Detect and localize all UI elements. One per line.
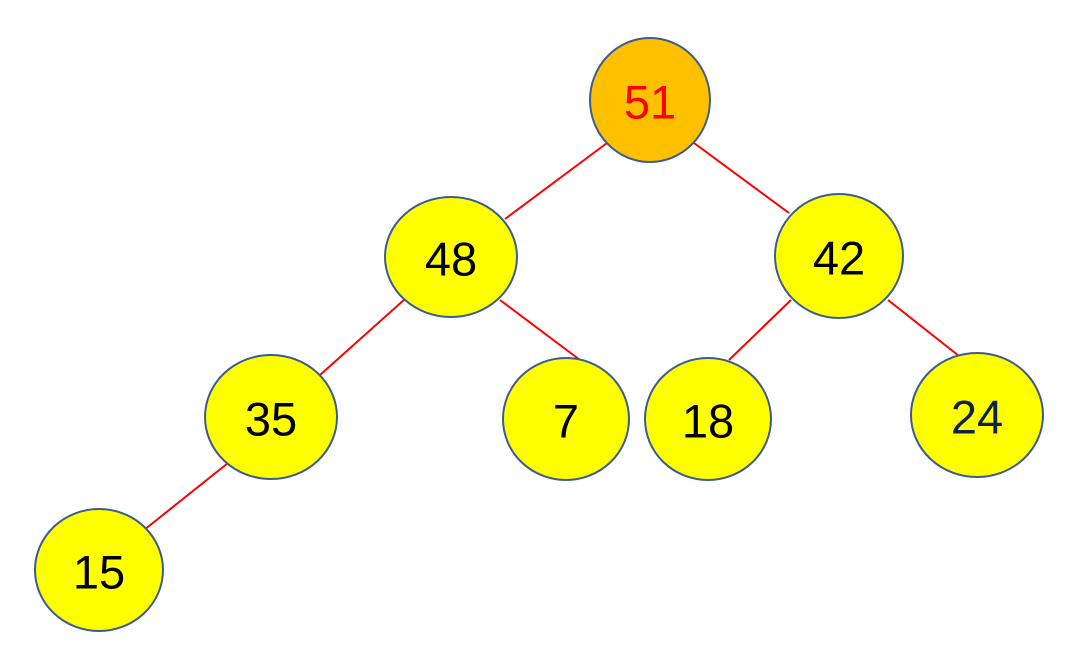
tree-node-7[interactable]: 7 [502, 357, 630, 481]
tree-node-42[interactable]: 42 [774, 193, 904, 319]
tree-node-18[interactable]: 18 [644, 357, 772, 481]
tree-node-51[interactable]: 51 [589, 37, 711, 163]
node-label-24: 24 [951, 391, 1003, 444]
node-label-7: 7 [553, 395, 579, 448]
node-label-35: 35 [245, 393, 297, 446]
node-label-48: 48 [425, 233, 477, 286]
node-circle-24[interactable] [910, 352, 1044, 478]
tree-edge-n48-n35 [319, 298, 406, 376]
tree-node-15[interactable]: 15 [34, 508, 164, 632]
tree-node-35[interactable]: 35 [204, 354, 338, 480]
node-circle-51[interactable] [589, 37, 711, 163]
tree-edge-n51-n42 [693, 142, 790, 214]
tree-node-24[interactable]: 24 [910, 352, 1044, 478]
edge-layer [143, 142, 960, 531]
tree-edge-n51-n48 [504, 142, 608, 220]
node-label-42: 42 [813, 232, 865, 285]
node-circle-35[interactable] [204, 354, 338, 480]
tree-edge-n48-n7 [499, 299, 581, 361]
tree-edge-n35-n15 [143, 462, 229, 531]
node-label-15: 15 [73, 546, 125, 599]
node-layer: 51 48 42 35 7 18 24 15 [34, 37, 1044, 632]
node-circle-7[interactable] [502, 357, 630, 481]
tree-node-48[interactable]: 48 [384, 196, 518, 318]
node-circle-18[interactable] [644, 357, 772, 481]
node-circle-42[interactable] [774, 193, 904, 319]
node-circle-15[interactable] [34, 508, 164, 632]
tree-edge-n42-n24 [887, 299, 960, 357]
node-label-18: 18 [682, 395, 734, 448]
tree-edge-n42-n18 [728, 299, 792, 361]
node-circle-48[interactable] [384, 196, 518, 318]
node-label-51: 51 [624, 76, 676, 129]
